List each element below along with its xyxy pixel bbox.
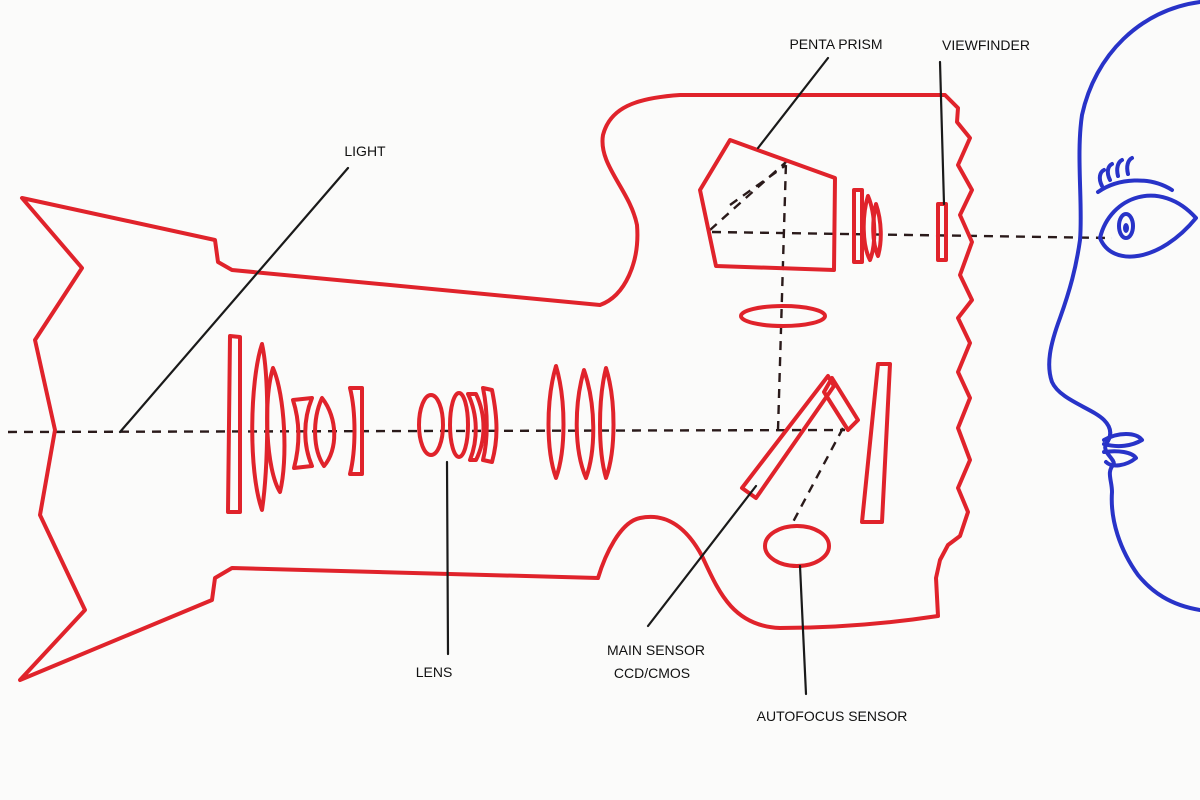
vertical-light-path [776,161,788,431]
label-autofocus-sensor: AUTOFOCUS SENSOR [757,708,908,724]
label-light: LIGHT [344,143,386,159]
label-main-sensor-line1: MAIN SENSOR [607,642,705,658]
lens-element-11 [546,364,566,480]
eyepiece-lenses [852,188,883,264]
autofocus-light-path [791,427,845,523]
autofocus-leader [798,564,808,696]
eyepiece-element-3 [871,202,883,258]
penta-prism-leader [756,56,830,150]
eyelid-path [1096,178,1174,194]
lens-element-5 [313,396,337,468]
lens-element-9 [466,392,486,462]
eyelashes [1097,156,1134,188]
upper-lip-path [1102,432,1144,449]
lens-elements [226,334,616,514]
label-viewfinder: VIEWFINDER [942,37,1030,53]
lens-element-6 [348,386,364,476]
lens-element-7 [417,393,445,457]
face-profile [1047,0,1200,612]
focusing-screen [739,304,827,328]
reflex-mirror [740,374,836,500]
lens-element-2 [250,342,270,512]
sub-mirror [822,376,860,432]
lens-element-8 [448,391,470,459]
main-sensor [860,362,892,524]
lens-element-13 [598,366,616,480]
lens-element-1 [226,334,242,514]
main-sensor-leader [646,484,758,628]
autofocus-sensor [763,524,831,568]
pupil-icon [1117,212,1135,240]
camera-outline [18,93,974,682]
lens-leader [445,460,450,656]
label-penta-prism: PENTA PRISM [789,36,882,52]
lens-element-12 [574,368,596,480]
viewfinder-light-path [711,230,1113,240]
penta-prism [698,138,837,272]
eye-outline-path [1098,193,1198,259]
lens-element-10 [481,386,499,464]
light-leader [118,166,350,434]
lower-lip-path [1102,449,1138,468]
eyepiece-element-1 [852,188,864,264]
leader-lines [118,56,946,696]
viewfinder-leader [938,60,946,206]
main-optical-axis [7,428,846,434]
label-main-sensor-line2: CCD/CMOS [614,665,690,681]
lens-element-3 [265,366,287,494]
iris-dot [1123,223,1129,233]
label-lens: LENS [416,664,453,680]
lens-element-4 [291,396,314,470]
viewfinder-element [936,202,948,262]
labels: LIGHT LENS PENTA PRISM VIEWFINDER MAIN S… [344,36,1030,724]
prism-inner-path [729,164,787,206]
face-outline-path [1047,0,1200,612]
